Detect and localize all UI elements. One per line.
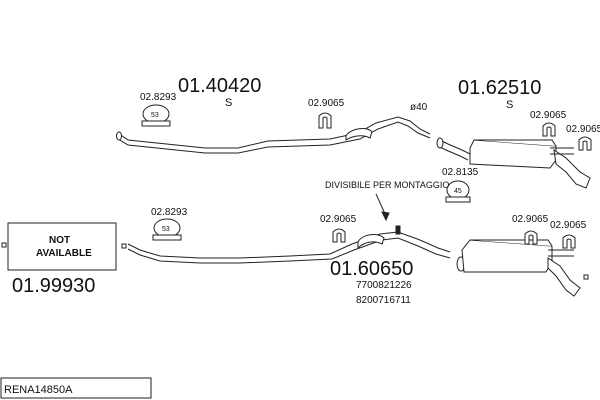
lower-clamp-1-code: 02.8293 [151, 207, 188, 218]
lower-hanger-2-code: 02.9065 [512, 214, 549, 225]
lower-inlet-marker [121, 243, 127, 249]
lower-hanger-1: 02.9065 [320, 214, 357, 243]
upper-front-pipe-letter: S [225, 97, 232, 109]
lower-hanger-3-shape [562, 234, 576, 249]
lower-assembly-ref1: 7700821226 [356, 280, 412, 291]
upper-hanger-3-code: 02.9065 [566, 124, 600, 135]
upper-rear-silencer-code: 01.62510 [458, 77, 541, 99]
diagram-id-box: RENA14850A [0, 377, 152, 399]
upper-pipe-joint [345, 128, 373, 141]
not-available-line2: AVAILABLE [36, 248, 92, 259]
lower-outlet-marker [583, 274, 589, 280]
upper-silencer-inlet [439, 139, 471, 155]
upper-clamp-1-base [141, 120, 171, 127]
upper-hanger-1: 02.9065 [308, 98, 345, 129]
not-available-part: NOT AVAILABLE 01.99930 [1, 222, 117, 297]
lower-pipe-split [395, 225, 401, 235]
upper-clamp-2-code: 02.8135 [442, 167, 479, 178]
upper-silencer-inlet-2 [437, 145, 469, 161]
upper-assembly: 02.8293 53 01.40420 S 02.9065 ø40 01.625… [116, 75, 600, 203]
not-available-code: 01.99930 [12, 275, 95, 297]
upper-hanger-3: 02.9065 [566, 124, 600, 151]
upper-hanger-2-code: 02.9065 [530, 110, 567, 121]
upper-pipe-end [116, 131, 122, 141]
upper-silencer-tail [553, 148, 591, 189]
lower-silencer-tail [547, 257, 581, 297]
lower-assembly-ref2: 8200716711 [356, 295, 411, 306]
upper-silencer-bracket [550, 147, 574, 155]
upper-clamp-2-base [445, 196, 471, 203]
upper-front-pipe-inner [117, 121, 431, 154]
upper-hanger-1-shape [318, 112, 332, 129]
lower-front-pipe [127, 231, 451, 259]
lower-pipe-joint [357, 234, 385, 250]
lower-assembly: 02.8293 53 02.9065 DIVISIBILE PER MONTAG… [121, 180, 589, 306]
not-available-line1: NOT [49, 235, 70, 246]
lower-silencer-bracket [548, 249, 574, 257]
upper-clamp-1: 02.8293 53 [140, 92, 177, 127]
upper-silencer-top [474, 139, 557, 147]
lower-hanger-2: 02.9065 [512, 214, 549, 245]
upper-hanger-2-shape [542, 122, 556, 137]
upper-front-pipe-code: 01.40420 [178, 75, 261, 97]
upper-hanger-2: 02.9065 [530, 110, 567, 137]
upper-rear-silencer-letter: S [506, 99, 513, 111]
upper-hanger-3-shape [578, 136, 592, 151]
lower-hanger-3-code: 02.9065 [550, 220, 587, 231]
upper-silencer-inlet-end [436, 137, 444, 149]
upper-clamp-2-badge: 45 [454, 188, 462, 195]
upper-front-pipe [117, 116, 431, 149]
lower-clamp-1: 02.8293 53 [151, 207, 188, 241]
diagram-id-frame [0, 377, 152, 399]
lower-silencer-top [470, 239, 553, 247]
lower-divisible-note: DIVISIBILE PER MONTAGGIO [325, 180, 449, 190]
not-available-marker [1, 242, 7, 248]
lower-hanger-3: 02.9065 [550, 220, 587, 249]
lower-hanger-2-shape [524, 230, 538, 245]
upper-clamp-2: 02.8135 45 [442, 167, 479, 203]
upper-clamp-1-code: 02.8293 [140, 92, 177, 103]
upper-diameter-label: ø40 [410, 102, 428, 113]
lower-hanger-1-shape [332, 228, 346, 243]
not-available-box [7, 222, 117, 271]
lower-rear-silencer [456, 239, 589, 297]
upper-clamp-1-badge: 53 [151, 112, 159, 119]
upper-rear-silencer [436, 137, 591, 189]
lower-clamp-1-base [152, 234, 182, 241]
lower-assembly-code: 01.60650 [330, 258, 413, 280]
lower-hanger-1-code: 02.9065 [320, 214, 357, 225]
lower-note-arrowhead [381, 211, 390, 222]
lower-front-pipe-inner [127, 237, 451, 264]
upper-hanger-1-code: 02.9065 [308, 98, 345, 109]
lower-clamp-1-badge: 53 [162, 226, 170, 233]
diagram-id-text: RENA14850A [4, 384, 73, 396]
